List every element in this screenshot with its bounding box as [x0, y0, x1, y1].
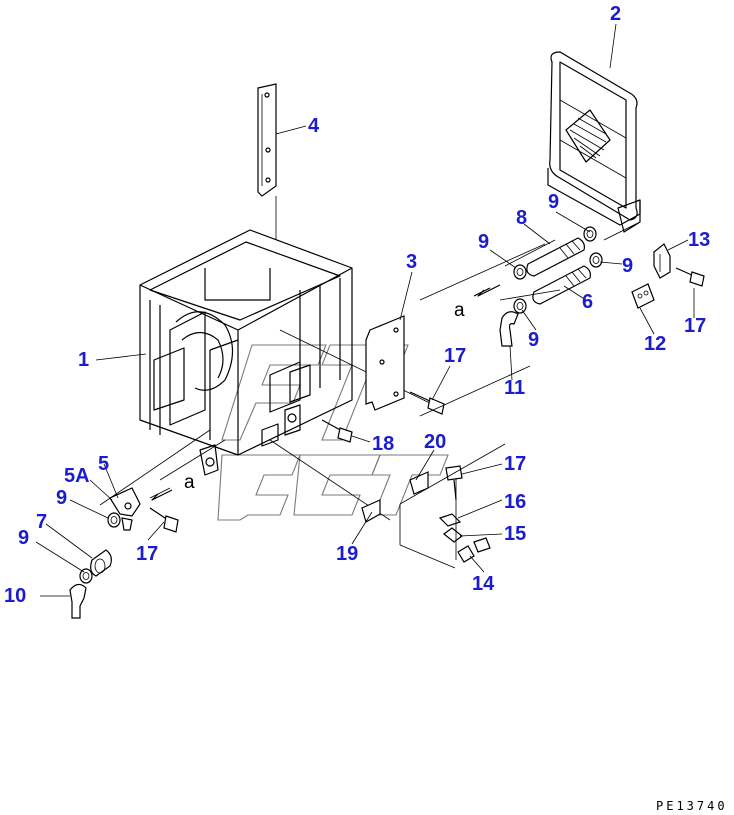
- callout-12: 12: [644, 333, 666, 355]
- callout-15: 15: [504, 523, 526, 545]
- callout-17: 17: [136, 543, 158, 565]
- arrow-a-lower: a: [151, 472, 195, 501]
- part-7-coupling: [90, 549, 112, 577]
- callout-17: 17: [444, 345, 466, 367]
- part-4-bracket: [257, 83, 277, 240]
- callout-14: 14: [472, 573, 495, 595]
- callout-13: 13: [688, 229, 710, 251]
- part-8-hose: [504, 237, 585, 277]
- callout-18: 18: [372, 433, 394, 455]
- callout-7: 7: [36, 511, 47, 533]
- part-18-bolt: [321, 419, 353, 443]
- callout-5a: 5A: [64, 465, 90, 487]
- callout-9: 9: [18, 527, 29, 549]
- callout-19: 19: [336, 543, 358, 565]
- part-14-nuts: [457, 537, 491, 563]
- callout-leaders: [35, 23, 695, 573]
- drawing-code: PE13740: [656, 799, 728, 813]
- part-1-frame: [99, 229, 441, 521]
- callout-5: 5: [98, 453, 109, 475]
- part-12-block: [631, 283, 655, 309]
- callout-6: 6: [582, 291, 593, 313]
- arrow-label-a: a: [184, 472, 195, 493]
- part-19-pad: [361, 499, 381, 523]
- arrow-label-a: a: [454, 300, 465, 321]
- part-15-washer: [443, 527, 463, 543]
- callout-16: 16: [504, 491, 526, 513]
- callout-9: 9: [478, 231, 489, 253]
- part-5-bracket: [109, 487, 141, 531]
- callout-2: 2: [610, 3, 621, 25]
- callout-17: 17: [504, 453, 526, 475]
- callout-3: 3: [406, 251, 417, 273]
- part-10-elbow-hose: [40, 583, 87, 619]
- part-17-bolts: [149, 267, 705, 533]
- callout-8: 8: [516, 207, 527, 229]
- part-2-radiator: [547, 51, 641, 233]
- callout-9: 9: [622, 255, 633, 277]
- callout-11: 11: [504, 377, 525, 399]
- callout-10: 10: [4, 585, 26, 607]
- part-3-plate: [365, 315, 405, 411]
- callout-9: 9: [528, 329, 539, 351]
- arrow-a-upper: a: [454, 284, 501, 321]
- callout-1: 1: [78, 349, 89, 371]
- callout-9: 9: [56, 487, 67, 509]
- part-13-clip: [653, 243, 671, 279]
- callout-20: 20: [424, 431, 446, 453]
- part-6-hose: [532, 265, 591, 305]
- callout-17: 17: [684, 315, 706, 337]
- part-16-washer: [438, 513, 462, 527]
- callout-4: 4: [308, 115, 320, 137]
- callout-9: 9: [548, 191, 559, 213]
- callout-labels: 2 4 1 3 8 9 9 9 6 9 13 17 12 17 11 18 20…: [4, 3, 710, 607]
- part-11-elbow-hose: [499, 311, 519, 347]
